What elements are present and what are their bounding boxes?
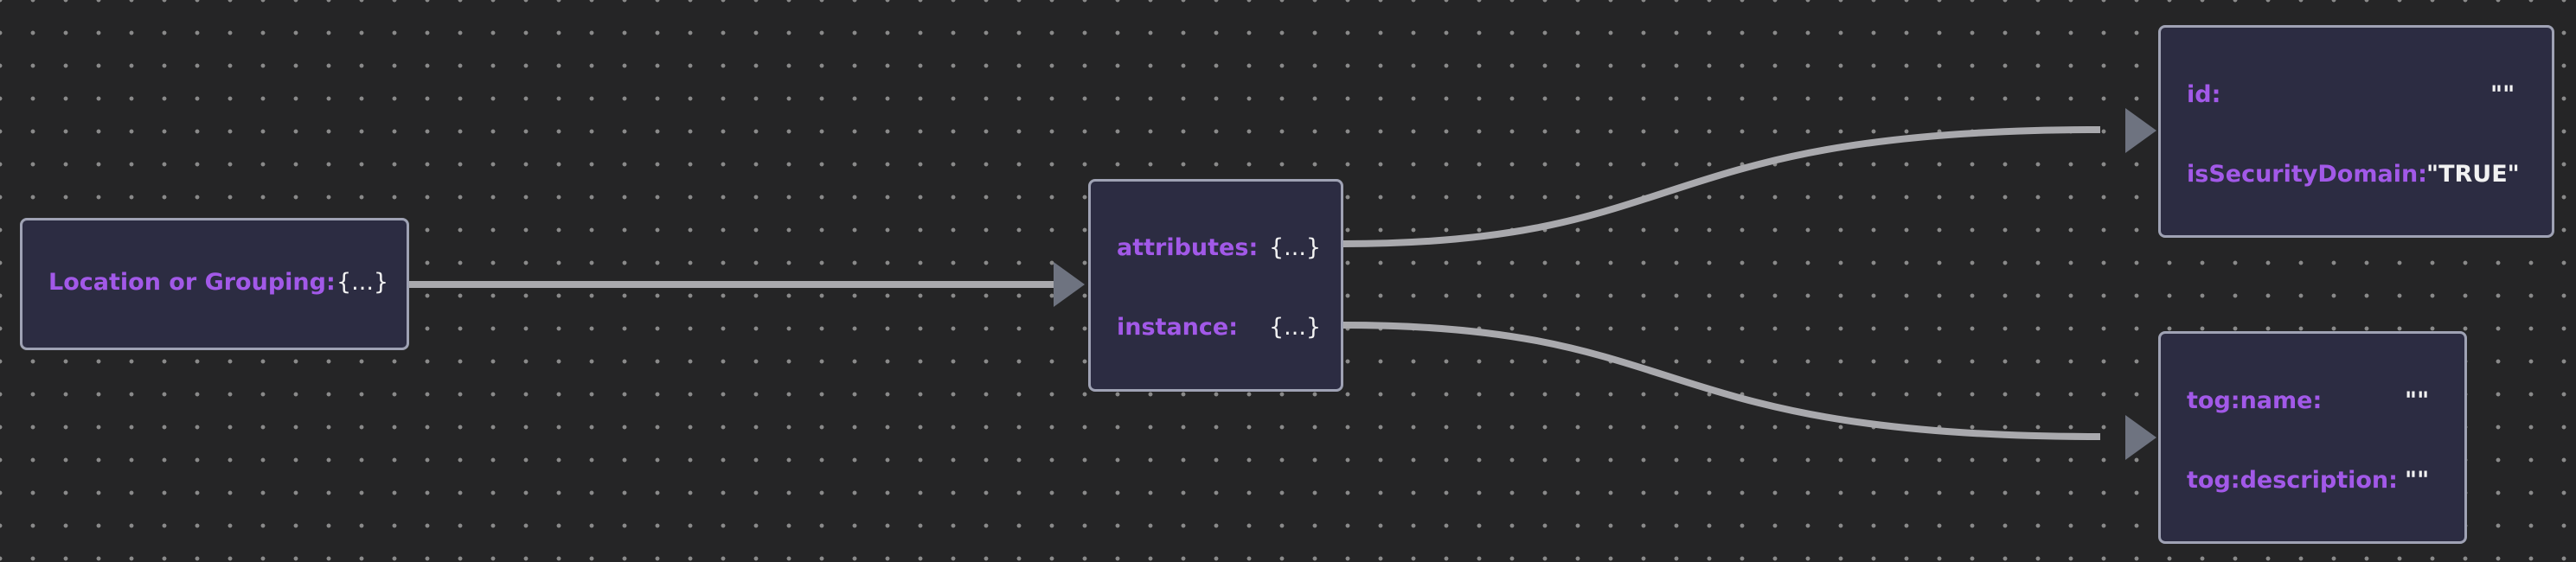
node-location-content[interactable]: attributes: {...} instance: {...} — [1088, 179, 1343, 392]
property-value: "" — [2405, 467, 2430, 494]
property-key: instance: — [1117, 314, 1239, 341]
node-row: attributes: {...} — [1091, 231, 1341, 265]
node-row: id: "" — [2161, 78, 2552, 112]
arrowhead-instance — [2125, 415, 2156, 460]
node-row: tog:description: "" — [2161, 463, 2464, 498]
node-attributes[interactable]: id: "" isSecurityDomain: "TRUE" — [2158, 25, 2554, 238]
property-key: Location or Grouping: — [48, 269, 336, 296]
collapsed-object-value[interactable]: {...} — [336, 269, 389, 296]
property-key: attributes: — [1117, 234, 1259, 261]
edge-middle-to-attributes — [1342, 126, 2101, 247]
property-value: "" — [2490, 81, 2515, 108]
node-row: isSecurityDomain: "TRUE" — [2161, 157, 2552, 192]
node-instance[interactable]: tog:name: "" tog:description: "" — [2158, 331, 2467, 544]
property-key: isSecurityDomain: — [2187, 161, 2427, 188]
property-key: tog:description: — [2187, 467, 2398, 494]
collapsed-object-value[interactable]: {...} — [1269, 314, 1322, 341]
property-key: tog:name: — [2187, 387, 2323, 414]
property-value: "TRUE" — [2426, 161, 2520, 188]
node-row: Location or Grouping: {...} — [22, 265, 407, 300]
node-row: tog:name: "" — [2161, 384, 2464, 418]
collapsed-object-value[interactable]: {...} — [1269, 234, 1322, 261]
node-location-or-grouping[interactable]: Location or Grouping: {...} — [20, 218, 409, 350]
edge-middle-to-instance — [1342, 322, 2101, 440]
property-value: "" — [2405, 387, 2430, 414]
node-row: instance: {...} — [1091, 310, 1341, 345]
arrowhead-middle — [1054, 262, 1085, 307]
arrowhead-attributes — [2125, 108, 2156, 153]
property-key: id: — [2187, 81, 2221, 108]
